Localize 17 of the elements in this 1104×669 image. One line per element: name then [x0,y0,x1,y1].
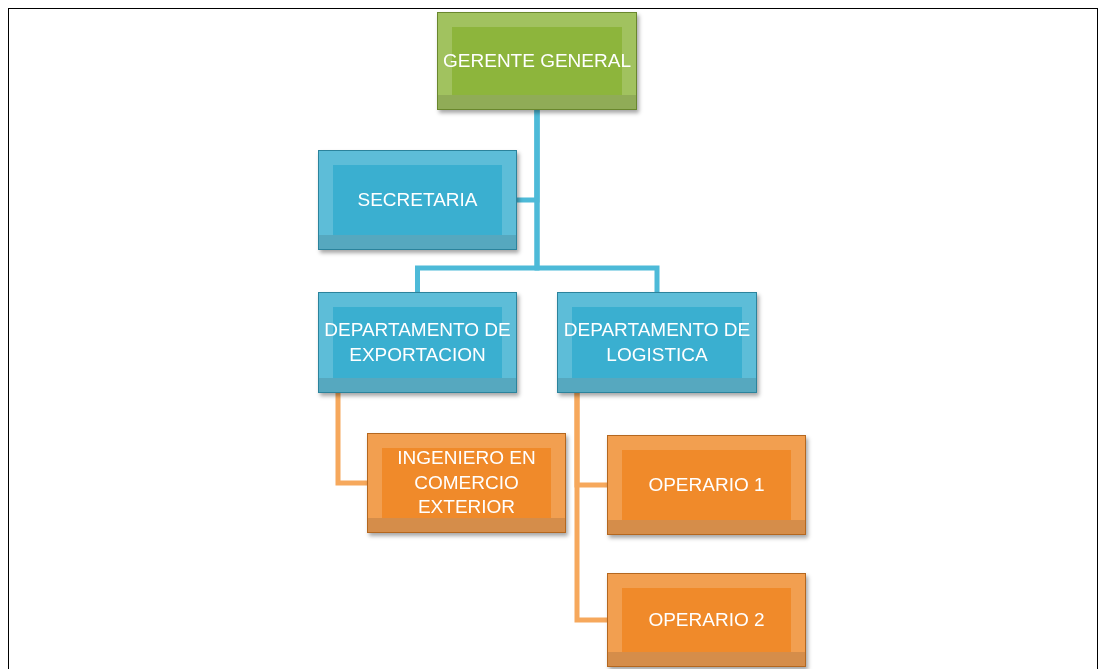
role-title: OPERARIO 1 [648,472,765,497]
role-title: OPERARIO 2 [648,607,765,632]
connector-line [574,393,607,623]
role-box [367,433,566,533]
role-box [318,150,517,250]
role-box [557,292,757,393]
role-box [318,292,517,393]
connector-line [534,110,660,292]
role-box [607,435,806,535]
role-box [437,12,637,110]
role-title: GERENTE GENERAL [443,48,631,73]
role-title: SECRETARIA [357,187,478,212]
role-title: DEPARTAMENTO DE LOGISTICA [562,317,752,367]
connector-line [335,393,367,486]
role-box [607,573,806,667]
role-title: DEPARTAMENTO DE EXPORTACION [323,317,512,367]
role-title: INGENIERO EN COMERCIO EXTERIOR [396,445,537,520]
